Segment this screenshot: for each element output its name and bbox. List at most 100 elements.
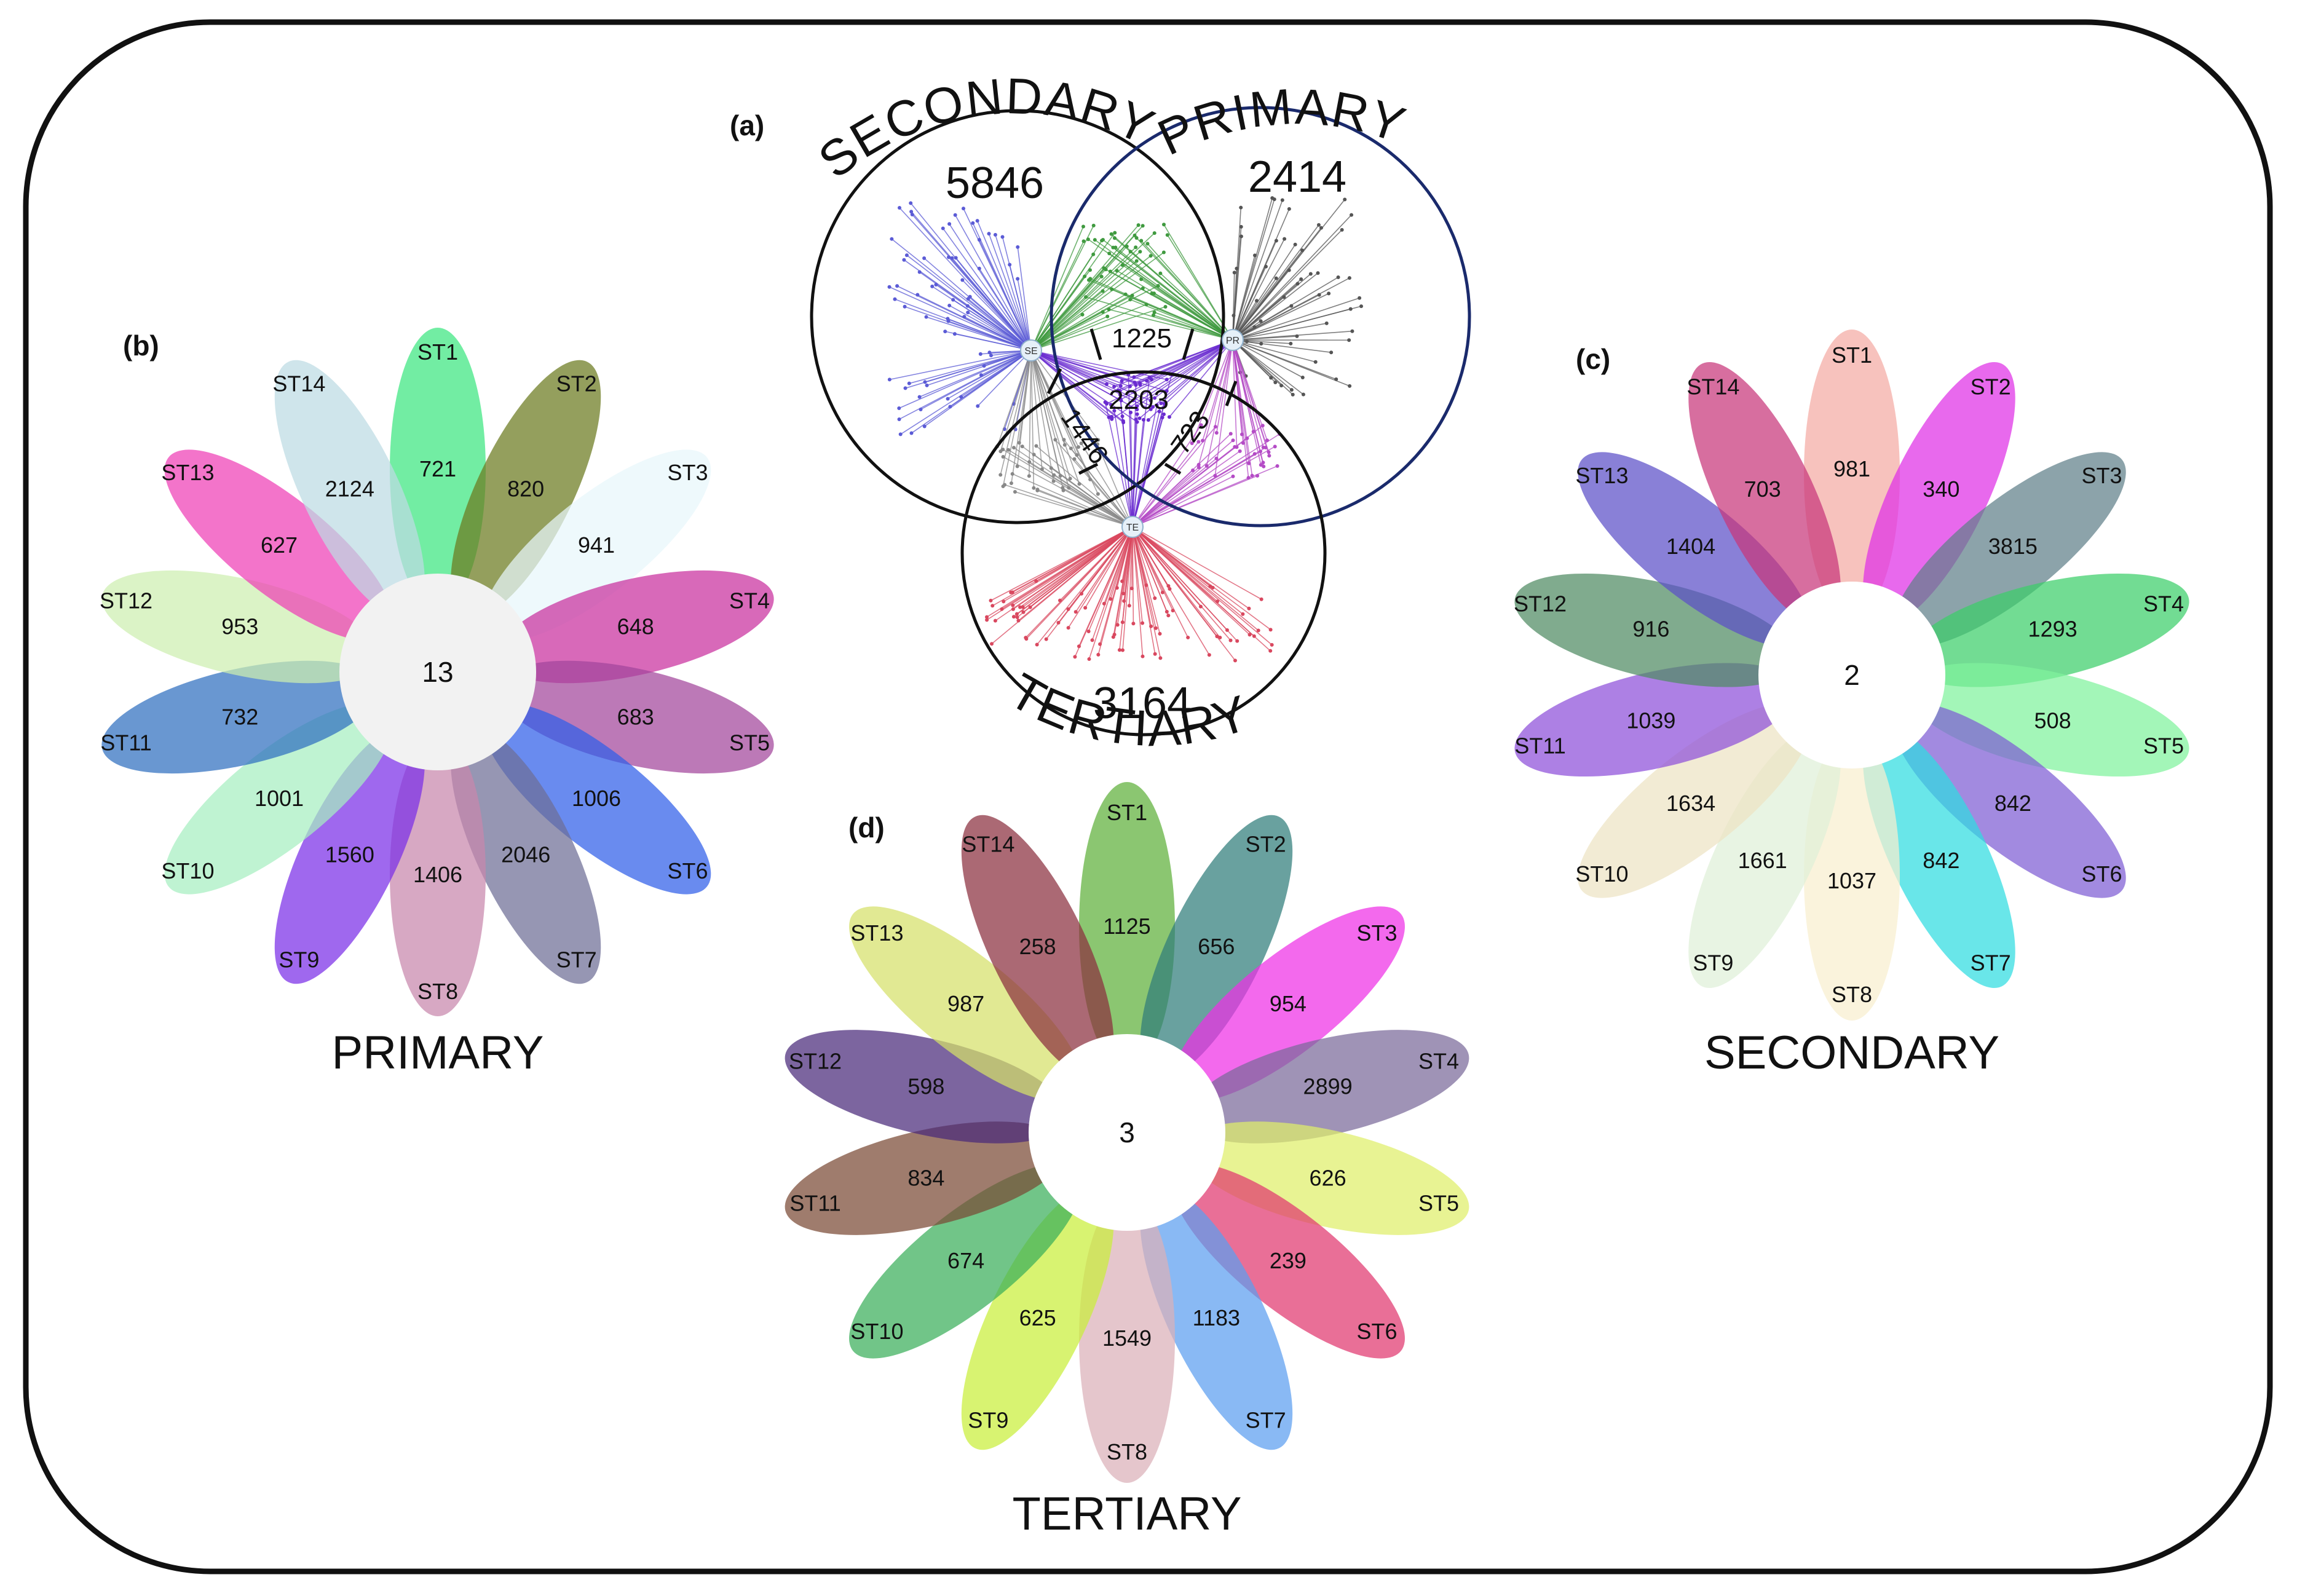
petal-label-st5: ST5 <box>729 730 770 756</box>
petal-st10 <box>1578 703 1812 898</box>
petal-st14 <box>961 815 1114 1079</box>
petal-value-st8: 1549 <box>1102 1325 1152 1351</box>
petal-st9 <box>274 725 425 984</box>
petal-st5 <box>1907 663 2189 777</box>
petal-label-st3: ST3 <box>2082 463 2122 488</box>
petal-label-st8: ST8 <box>417 979 458 1004</box>
petal-label-st9: ST9 <box>279 947 319 973</box>
edges-secondary-only <box>887 201 1032 437</box>
petal-label-st14: ST14 <box>1686 374 1739 399</box>
hub-node-secondary: SE <box>1020 339 1042 361</box>
venn-count-tertiary: 3164 <box>1093 679 1192 728</box>
petal-label-st6: ST6 <box>1357 1319 1398 1344</box>
petal-st6 <box>481 702 711 895</box>
petal-label-st5: ST5 <box>2143 733 2184 759</box>
venn-overlap-secondary-primary: 1225 <box>1112 323 1172 354</box>
petal-label-st4: ST4 <box>2143 591 2184 616</box>
petal-label-st2: ST2 <box>1246 831 1286 856</box>
petal-st7 <box>1140 1186 1293 1450</box>
flower-primary: 721ST1820ST2941ST3648ST4683ST51006ST6204… <box>100 328 774 1079</box>
flower-tertiary: 1125ST1656ST2954ST32899ST4626ST5239ST611… <box>785 782 1469 1540</box>
petal-st3 <box>1892 452 2126 647</box>
petal-label-st1: ST1 <box>1832 342 1872 368</box>
overlap-divider <box>1182 328 1195 360</box>
petal-value-st2: 820 <box>507 476 544 502</box>
petal-st7 <box>451 725 601 984</box>
svg-text:PR: PR <box>1226 336 1239 346</box>
petal-label-st7: ST7 <box>1246 1408 1286 1433</box>
petal-st2 <box>451 360 601 618</box>
petal-value-st11: 1039 <box>1626 708 1675 733</box>
petal-st11 <box>785 1121 1068 1235</box>
petal-value-st4: 1293 <box>2028 616 2078 641</box>
petal-st6 <box>1171 1163 1405 1359</box>
petal-st4 <box>1907 573 2189 687</box>
petal-label-st10: ST10 <box>1575 861 1628 887</box>
petal-value-st7: 1183 <box>1193 1305 1240 1330</box>
petal-label-st10: ST10 <box>850 1319 903 1344</box>
svg-text:SE: SE <box>1024 346 1037 357</box>
panel-label-d: (d) <box>848 812 885 843</box>
venn-overlap-all: 2203 <box>1109 385 1169 415</box>
petal-value-st9: 625 <box>1019 1305 1056 1330</box>
petal-label-st6: ST6 <box>668 858 708 883</box>
overlap-divider <box>1089 328 1102 360</box>
petal-st10 <box>849 1163 1083 1359</box>
edges-primary-tertiary <box>1132 423 1282 527</box>
hub-node-tertiary: TE <box>1121 516 1144 538</box>
petal-label-st12: ST12 <box>789 1048 842 1073</box>
overlap-divider <box>1164 462 1182 475</box>
petal-value-st3: 3815 <box>1988 534 2038 559</box>
petal-label-st13: ST13 <box>161 460 214 485</box>
petal-value-st11: 834 <box>907 1166 944 1191</box>
petal-st14 <box>274 360 425 618</box>
petal-label-st13: ST13 <box>850 920 903 946</box>
flower-center-value: 2 <box>1844 659 1860 691</box>
petal-value-st6: 239 <box>1270 1248 1307 1273</box>
petal-value-st12: 953 <box>221 614 258 639</box>
petal-label-st7: ST7 <box>1971 950 2011 976</box>
edges-tertiary-only <box>985 526 1274 663</box>
edges-secondary-primary <box>1084 223 1233 341</box>
petal-value-st10: 1634 <box>1666 791 1715 816</box>
flower-title: PRIMARY <box>332 1027 544 1079</box>
edges-secondary-tertiary <box>995 350 1101 496</box>
venn-network-edges <box>887 196 1364 663</box>
petal-label-st4: ST4 <box>1418 1048 1459 1073</box>
venn-circle-secondary <box>810 109 1225 524</box>
svg-text:TE: TE <box>1126 523 1139 533</box>
petal-st2 <box>1140 815 1293 1079</box>
petal-value-st1: 1125 <box>1103 914 1150 939</box>
panel-label-b: (b) <box>123 330 159 361</box>
flower-center <box>1029 1034 1225 1231</box>
petal-value-st6: 1006 <box>572 786 621 811</box>
venn-count-secondary: 5846 <box>946 159 1044 208</box>
petal-label-st13: ST13 <box>1575 463 1628 488</box>
petal-st7 <box>1863 724 2015 989</box>
petal-value-st11: 732 <box>221 704 258 729</box>
venn-circle-primary <box>1050 106 1471 527</box>
overlap-divider <box>1046 368 1062 395</box>
edges-secondary-tertiary <box>1001 438 1133 527</box>
petal-st4 <box>497 570 774 684</box>
petal-label-st6: ST6 <box>2082 861 2122 887</box>
petal-value-st12: 916 <box>1632 616 1669 641</box>
petal-value-st13: 987 <box>947 991 984 1016</box>
edges-primary-only <box>1232 196 1364 397</box>
petal-value-st14: 703 <box>1744 476 1781 502</box>
petal-value-st5: 683 <box>617 704 654 729</box>
flower-center-value: 13 <box>422 656 453 688</box>
petal-value-st5: 508 <box>2034 708 2071 733</box>
petal-label-st8: ST8 <box>1832 982 1872 1007</box>
flower-center <box>339 574 536 770</box>
panel-label-a: (a) <box>730 109 764 141</box>
petal-st5 <box>1186 1121 1469 1235</box>
petal-label-st8: ST8 <box>1107 1439 1147 1464</box>
petal-label-st5: ST5 <box>1418 1191 1459 1216</box>
flower-secondary: 981ST1340ST23815ST31293ST4508ST5842ST684… <box>1514 330 2189 1079</box>
petal-value-st13: 627 <box>261 532 298 558</box>
petal-value-st5: 626 <box>1310 1166 1346 1191</box>
panel-label-c: (c) <box>1576 343 1610 375</box>
petal-st9 <box>1688 724 1841 989</box>
